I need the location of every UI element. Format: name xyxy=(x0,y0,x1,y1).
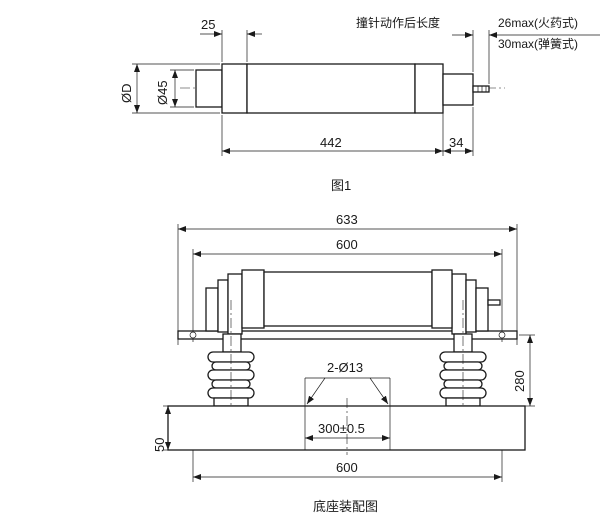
fig1-striker-label: 撞针动作后长度 xyxy=(356,15,440,30)
fig1-left-ferrule xyxy=(221,63,248,114)
fig1-caption: 图1 xyxy=(331,178,351,193)
fig1-tube xyxy=(246,63,416,114)
fig1-left-cap xyxy=(195,69,223,108)
fig1-right-cap xyxy=(442,73,474,106)
fig2-striker xyxy=(487,299,501,306)
fig2-dim-600-top: 600 xyxy=(336,237,358,252)
fig1-dim-diameter-d: ØD xyxy=(119,84,134,104)
fig2-dim-633: 633 xyxy=(336,212,358,227)
fig1-right-ferrule xyxy=(414,63,444,114)
fig1-dim-34: 34 xyxy=(449,135,463,150)
fig2-dim-600-bottom: 600 xyxy=(336,460,358,475)
fig2-mounting-bar xyxy=(177,330,518,340)
fig2-fuse-right-ferrule xyxy=(431,269,453,329)
fig1-striker-spring: 30max(弹簧式) xyxy=(498,36,578,51)
fig2-dim-300: 300±0.5 xyxy=(318,421,365,436)
fig2-dim-50: 50 xyxy=(152,438,167,452)
fig2-fuse-tube xyxy=(263,271,433,327)
fig1-dim-442: 442 xyxy=(320,135,342,150)
fig2-right-insulator xyxy=(439,351,487,407)
fig2-dim-holes: 2-Ø13 xyxy=(327,360,363,375)
fig2-right-clip xyxy=(451,273,467,335)
fig2-fuse-left-ferrule xyxy=(241,269,265,329)
fig2-left-clip xyxy=(205,287,219,332)
figure2-base-assembly: 633 600 xyxy=(152,212,535,514)
fig2-dim-280: 280 xyxy=(512,370,527,392)
figure1-fuse-drawing: 25 ØD Ø45 442 34 撞针动作后长度 26max(火药式) 30ma… xyxy=(119,15,600,193)
fig2-base-plate xyxy=(167,405,526,451)
fig1-striker-pin xyxy=(472,85,490,93)
fig2-caption: 底座装配图 xyxy=(313,499,378,514)
fig1-striker-powder: 26max(火药式) xyxy=(498,16,578,30)
fig1-dim-25: 25 xyxy=(201,17,215,32)
fig1-dim-diameter-45: Ø45 xyxy=(155,80,170,105)
